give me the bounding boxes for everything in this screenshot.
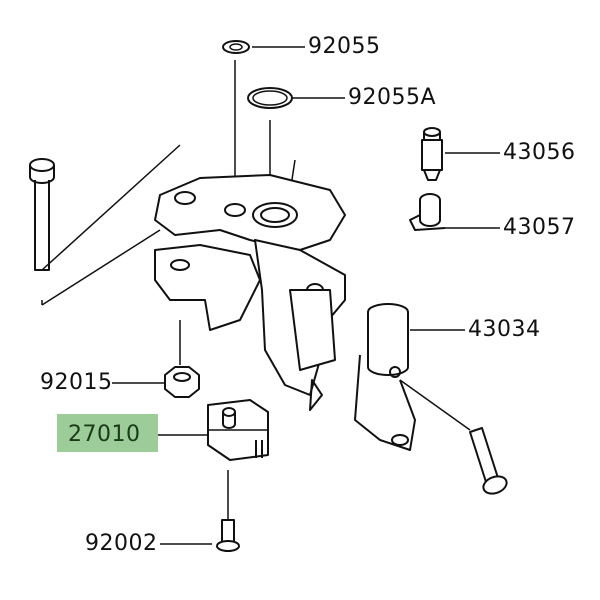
bracket-body — [154, 174, 346, 411]
part-label-43056[interactable]: 43056 — [503, 140, 576, 165]
screw-92002 — [216, 519, 240, 552]
bolt-right — [469, 427, 508, 495]
part-label-92015[interactable]: 92015 — [40, 370, 113, 395]
switch-27010 — [207, 399, 269, 461]
bleeder-valve — [421, 127, 443, 181]
clamp-holder — [354, 303, 416, 451]
part-label-92002[interactable]: 92002 — [85, 531, 158, 556]
part-label-92055a[interactable]: 92055A — [348, 85, 437, 110]
highlight-box — [57, 414, 158, 452]
part-label-27010[interactable]: 27010 — [68, 422, 141, 447]
bolt-left — [29, 158, 55, 271]
part-label-43034[interactable]: 43034 — [468, 317, 541, 342]
part-label-92055[interactable]: 92055 — [308, 34, 381, 59]
nut-92015 — [164, 366, 200, 398]
washer-92055 — [222, 40, 250, 54]
bleeder-cap — [409, 193, 446, 231]
oring-92055a — [247, 87, 293, 109]
part-label-43057[interactable]: 43057 — [503, 215, 576, 240]
